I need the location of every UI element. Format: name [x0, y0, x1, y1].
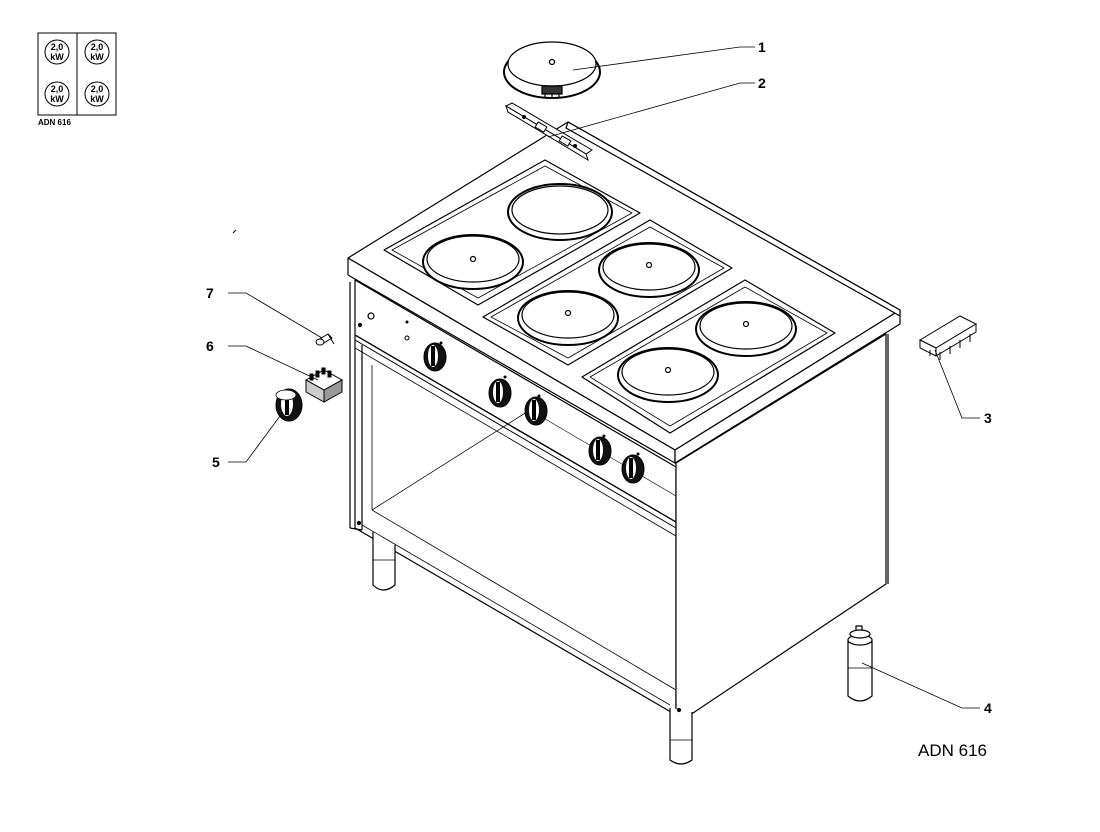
cabinet-right-panel [675, 333, 887, 716]
callout-number-6: 6 [206, 338, 214, 354]
callout-number-2: 2 [758, 75, 766, 91]
leader-lines [228, 46, 980, 709]
control-knob [423, 342, 447, 372]
callout-number-3: 3 [984, 410, 992, 426]
hot-plate [517, 290, 619, 346]
hot-plate [598, 242, 700, 298]
worktop-right-edge [674, 309, 901, 464]
legend-model-label: ADN 616 [38, 118, 71, 127]
control-knob [524, 396, 548, 426]
control-knob [488, 378, 512, 408]
zone-unit: kW [50, 94, 64, 104]
legend-zone-3: 2,0 kW [44, 81, 70, 107]
callout-number-4: 4 [984, 700, 992, 716]
part-pilot-lamp [315, 333, 335, 346]
back-upstand [565, 121, 901, 317]
hot-plate [507, 183, 613, 241]
cooker-range [347, 121, 901, 765]
hot-plate [422, 234, 524, 290]
part-terminal-strip [918, 315, 978, 360]
zone-power: 2,0 [51, 84, 64, 94]
hot-plate [695, 301, 797, 357]
zone-power: 2,0 [51, 42, 64, 52]
stray-mark [232, 229, 237, 234]
zone-power: 2,0 [91, 42, 104, 52]
knob-marks [404, 320, 640, 456]
zone-unit: kW [90, 94, 104, 104]
callout-number-1: 1 [758, 39, 766, 55]
power-legend: 2,0 kW 2,0 kW 2,0 kW 2,0 kW ADN 616 [37, 32, 117, 127]
leg [372, 532, 396, 591]
callout-number-5: 5 [212, 454, 220, 470]
control-knob [588, 436, 612, 466]
legend-zone-2: 2,0 kW [84, 39, 110, 65]
part-energy-regulator [304, 367, 344, 403]
leg [847, 625, 873, 702]
legend-zone-1: 2,0 kW [44, 39, 70, 65]
control-knob [621, 454, 645, 484]
leg [669, 708, 693, 765]
hot-plate [617, 347, 719, 403]
zone-unit: kW [50, 52, 64, 62]
legend-zone-4: 2,0 kW [84, 81, 110, 107]
part-hot-plate [503, 41, 601, 99]
zone-unit: kW [90, 52, 104, 62]
zone-power: 2,0 [91, 84, 104, 94]
part-bracket [504, 102, 593, 162]
model-label: ADN 616 [918, 741, 987, 760]
callout-number-7: 7 [206, 285, 214, 301]
